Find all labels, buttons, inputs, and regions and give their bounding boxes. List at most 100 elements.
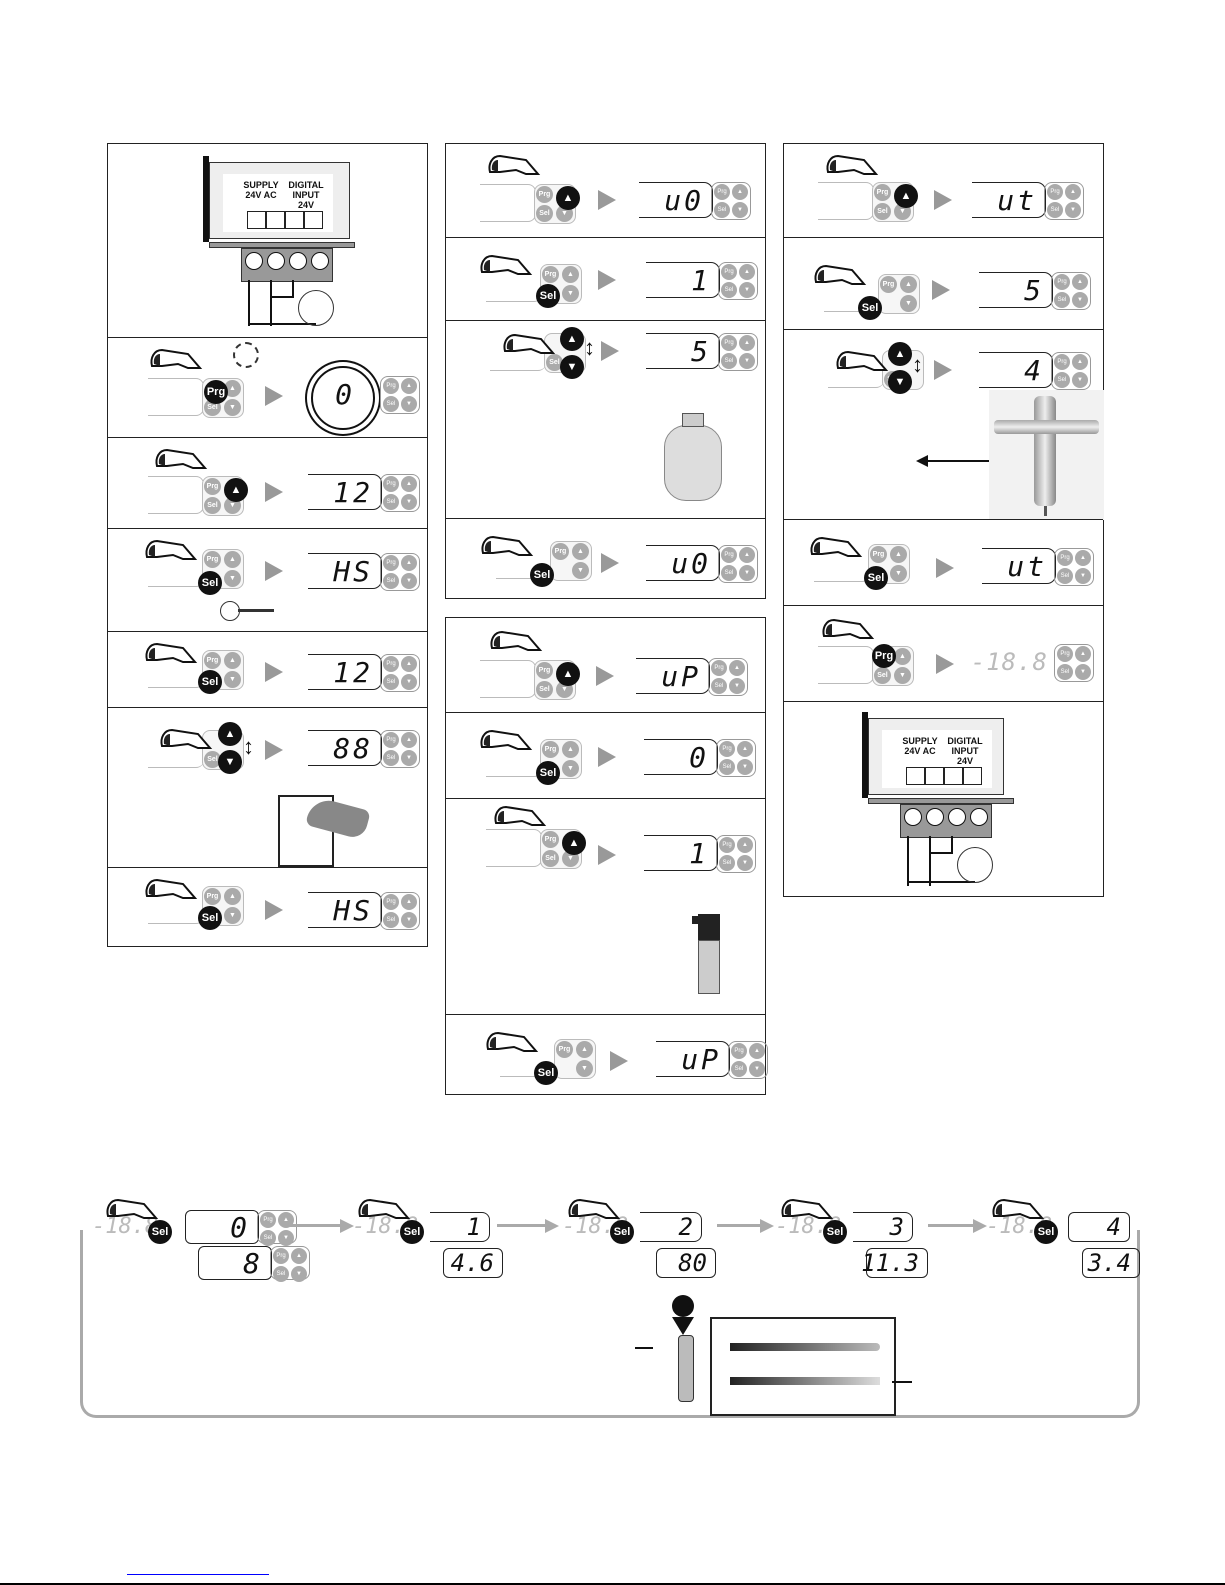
prg-button[interactable]: Prg: [542, 266, 559, 283]
terminal-block: [900, 804, 992, 838]
down-button[interactable]: ▼: [890, 565, 907, 582]
timer-icon: [233, 342, 259, 368]
controller-keypad: Prg ▲ Sel ▼: [480, 660, 580, 700]
wiring-step-clock: SUPPLY 24V AC DIGITAL INPUT 24V: [108, 144, 427, 337]
arrow-right-icon: [936, 654, 954, 674]
down-button[interactable]: ▼: [562, 285, 579, 302]
sel-button[interactable]: Sel: [874, 203, 891, 220]
prg-button[interactable]: Prg: [870, 546, 887, 563]
flow-arrow-head: [760, 1219, 774, 1233]
arrow-right-icon: [932, 280, 950, 300]
up-button[interactable]: ▲: [562, 831, 586, 855]
flow-arrow: [497, 1224, 547, 1227]
sel-button[interactable]: Sel: [534, 1061, 558, 1085]
result-display: uP Prg▲Sel▼: [636, 658, 748, 696]
up-button[interactable]: ▲: [900, 276, 917, 293]
up-button[interactable]: ▲: [218, 722, 242, 746]
sel-button[interactable]: Sel: [610, 1220, 634, 1244]
sel-button[interactable]: Sel: [198, 571, 222, 595]
sel-button[interactable]: Sel: [198, 670, 222, 694]
hand-pointer-icon: [488, 154, 541, 175]
down-button[interactable]: ▼: [576, 1060, 593, 1077]
sel-button[interactable]: Sel: [858, 296, 882, 320]
display-value: 1: [646, 262, 720, 298]
hand-pointer-icon: [160, 728, 213, 749]
up-button[interactable]: ▲: [556, 662, 580, 686]
down-button[interactable]: ▼: [560, 355, 584, 379]
prg-button[interactable]: Prg: [556, 1041, 573, 1058]
prg-button[interactable]: Prg: [204, 551, 221, 568]
down-button[interactable]: ▼: [224, 671, 241, 688]
step-up-up: Prg ▲ Sel ▼ uP Prg▲Sel▼: [446, 618, 765, 712]
up-button[interactable]: ▲: [894, 184, 918, 208]
up-button[interactable]: ▲: [560, 327, 584, 351]
up-button[interactable]: ▲: [224, 888, 241, 905]
step-up-ut: Prg ▲ Sel ▼ ut Prg▲Sel▼: [784, 144, 1103, 237]
down-button[interactable]: ▼: [224, 570, 241, 587]
prg-button[interactable]: Prg: [536, 662, 553, 679]
prg-button[interactable]: Prg: [204, 478, 221, 495]
up-button[interactable]: ▲: [224, 380, 241, 397]
sel-button[interactable]: Sel: [536, 761, 560, 785]
sel-button[interactable]: Sel: [823, 1220, 847, 1244]
sel-button[interactable]: Sel: [536, 205, 553, 222]
value-display: 4.6: [443, 1248, 503, 1278]
sel-button[interactable]: Sel: [864, 566, 888, 590]
sel-button[interactable]: Sel: [546, 354, 563, 371]
value-display: 8 Prg▲Sel▼: [198, 1246, 310, 1284]
up-button[interactable]: ▲: [888, 342, 912, 366]
down-button[interactable]: ▼: [894, 667, 911, 684]
controller-keypad: Prg ▲ Sel ▼: [818, 644, 914, 686]
hand-pointer-icon: [150, 348, 203, 369]
sel-button[interactable]: Sel: [1034, 1220, 1058, 1244]
display-value: ut: [972, 182, 1046, 218]
prg-button[interactable]: Prg: [874, 184, 891, 201]
prg-button[interactable]: Prg: [204, 380, 228, 404]
prg-button[interactable]: Prg: [880, 276, 897, 293]
footer-link-underline[interactable]: [127, 1574, 269, 1575]
prg-button[interactable]: Prg: [542, 831, 559, 848]
sel-button[interactable]: Sel: [204, 751, 221, 768]
prg-button[interactable]: Prg: [542, 741, 559, 758]
up-button[interactable]: ▲: [224, 652, 241, 669]
display-value: 88: [308, 730, 382, 766]
down-button[interactable]: ▼: [572, 562, 589, 579]
up-button[interactable]: ▲: [890, 546, 907, 563]
up-button[interactable]: ▲: [224, 478, 248, 502]
prg-button[interactable]: Prg: [536, 186, 553, 203]
sel-button[interactable]: Sel: [198, 906, 222, 930]
hand-pointer-icon: [486, 1031, 539, 1052]
display-value: -18.8: [970, 648, 1048, 676]
hand-pointer-icon: [481, 535, 534, 556]
prg-button[interactable]: Prg: [872, 644, 896, 668]
sel-button[interactable]: Sel: [148, 1220, 172, 1244]
up-button[interactable]: ▲: [576, 1041, 593, 1058]
prg-button[interactable]: Prg: [204, 888, 221, 905]
hand-pointer-icon: [106, 1198, 159, 1219]
up-button[interactable]: ▲: [562, 741, 579, 758]
prg-button[interactable]: Prg: [552, 543, 569, 560]
up-button[interactable]: ▲: [562, 266, 579, 283]
controller-keypad: Prg ▲ Sel ▼: [814, 544, 910, 590]
controller-keypad: Prg ▲ Sel ▼: [486, 739, 582, 785]
arrow-right-icon: [265, 561, 283, 581]
down-button[interactable]: ▼: [224, 907, 241, 924]
up-button[interactable]: ▲: [894, 648, 911, 665]
sel-button[interactable]: Sel: [874, 667, 891, 684]
down-button[interactable]: ▼: [562, 760, 579, 777]
sel-button[interactable]: Sel: [400, 1220, 424, 1244]
down-button[interactable]: ▼: [888, 370, 912, 394]
sel-button[interactable]: Sel: [530, 563, 554, 587]
down-button[interactable]: ▼: [900, 295, 917, 312]
sel-button[interactable]: Sel: [536, 284, 560, 308]
down-button[interactable]: ▼: [218, 750, 242, 774]
down-button[interactable]: ▼: [224, 399, 241, 416]
sel-button[interactable]: Sel: [536, 681, 553, 698]
up-button[interactable]: ▲: [556, 186, 580, 210]
up-button[interactable]: ▲: [572, 543, 589, 560]
display-value: u0: [639, 182, 713, 218]
sel-button[interactable]: Sel: [542, 850, 559, 867]
up-button[interactable]: ▲: [224, 551, 241, 568]
prg-button[interactable]: Prg: [204, 652, 221, 669]
sel-button[interactable]: Sel: [204, 497, 221, 514]
